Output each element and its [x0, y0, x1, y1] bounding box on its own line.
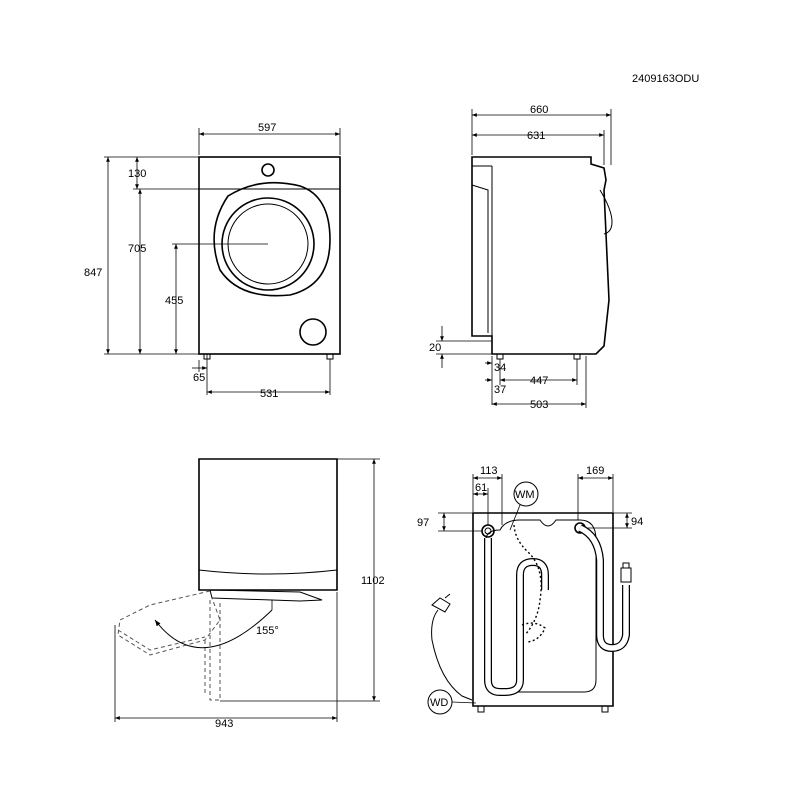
top-view: 155° 1102 943 [114, 458, 385, 730]
power-plug [431, 597, 451, 613]
dim-front-width: 597 [258, 122, 276, 134]
door-frame [213, 181, 331, 297]
front-view: 597 847 130 705 455 65 531 [84, 122, 341, 400]
dim-back-inlet-small-offset: 61 [475, 482, 487, 494]
dim-back-drain-height: 94 [631, 516, 643, 528]
wm-dotted-path [513, 524, 542, 636]
dim-front-top-height: 130 [128, 168, 146, 180]
back-cabinet [472, 512, 614, 707]
dim-top-depth-door-open: 943 [215, 718, 233, 730]
back-panel [485, 519, 597, 693]
side-view: 660 631 20 34 37 447 503 [429, 104, 613, 411]
back-view: WM WD 113 61 169 97 94 [417, 465, 643, 715]
top-door-closed [209, 589, 323, 602]
door-open-outline [117, 590, 221, 656]
top-cabinet [198, 458, 338, 591]
dim-side-depth-body: 631 [527, 130, 545, 142]
dim-front-total-height: 847 [84, 267, 102, 279]
detergent-drawer-knob [261, 163, 275, 177]
dim-side-foot-offset-front: 34 [494, 362, 506, 374]
dim-front-door-center: 455 [165, 295, 183, 307]
filter-cover [299, 318, 327, 346]
wd-label: WD [430, 697, 448, 709]
dim-side-foot-offset-back: 37 [494, 384, 506, 396]
dim-front-foot-offset: 65 [193, 372, 205, 384]
drain-hose [578, 524, 630, 653]
wm-label: WM [515, 489, 535, 501]
dim-front-foot-span: 531 [260, 388, 278, 400]
dim-side-foot-height: 20 [429, 342, 441, 354]
dim-back-drain-offset: 169 [586, 465, 604, 477]
door-open-angle: 155° [256, 625, 279, 637]
dim-side-foot-span: 447 [530, 375, 548, 387]
dim-front-door-height: 705 [128, 243, 146, 255]
dim-top-height-door-open: 1102 [361, 575, 385, 587]
front-cabinet [198, 156, 341, 355]
dim-side-depth-total: 660 [530, 104, 548, 116]
dim-back-inlet-offset: 113 [480, 465, 498, 477]
dim-side-depth-base: 503 [530, 399, 548, 411]
wm-callout [513, 481, 539, 507]
drawing-code: 2409163ODU [632, 73, 699, 85]
drain-hose-end [620, 567, 632, 583]
power-cable [431, 609, 473, 701]
side-cabinet [471, 156, 610, 355]
dim-back-inlet-height: 97 [417, 517, 429, 529]
